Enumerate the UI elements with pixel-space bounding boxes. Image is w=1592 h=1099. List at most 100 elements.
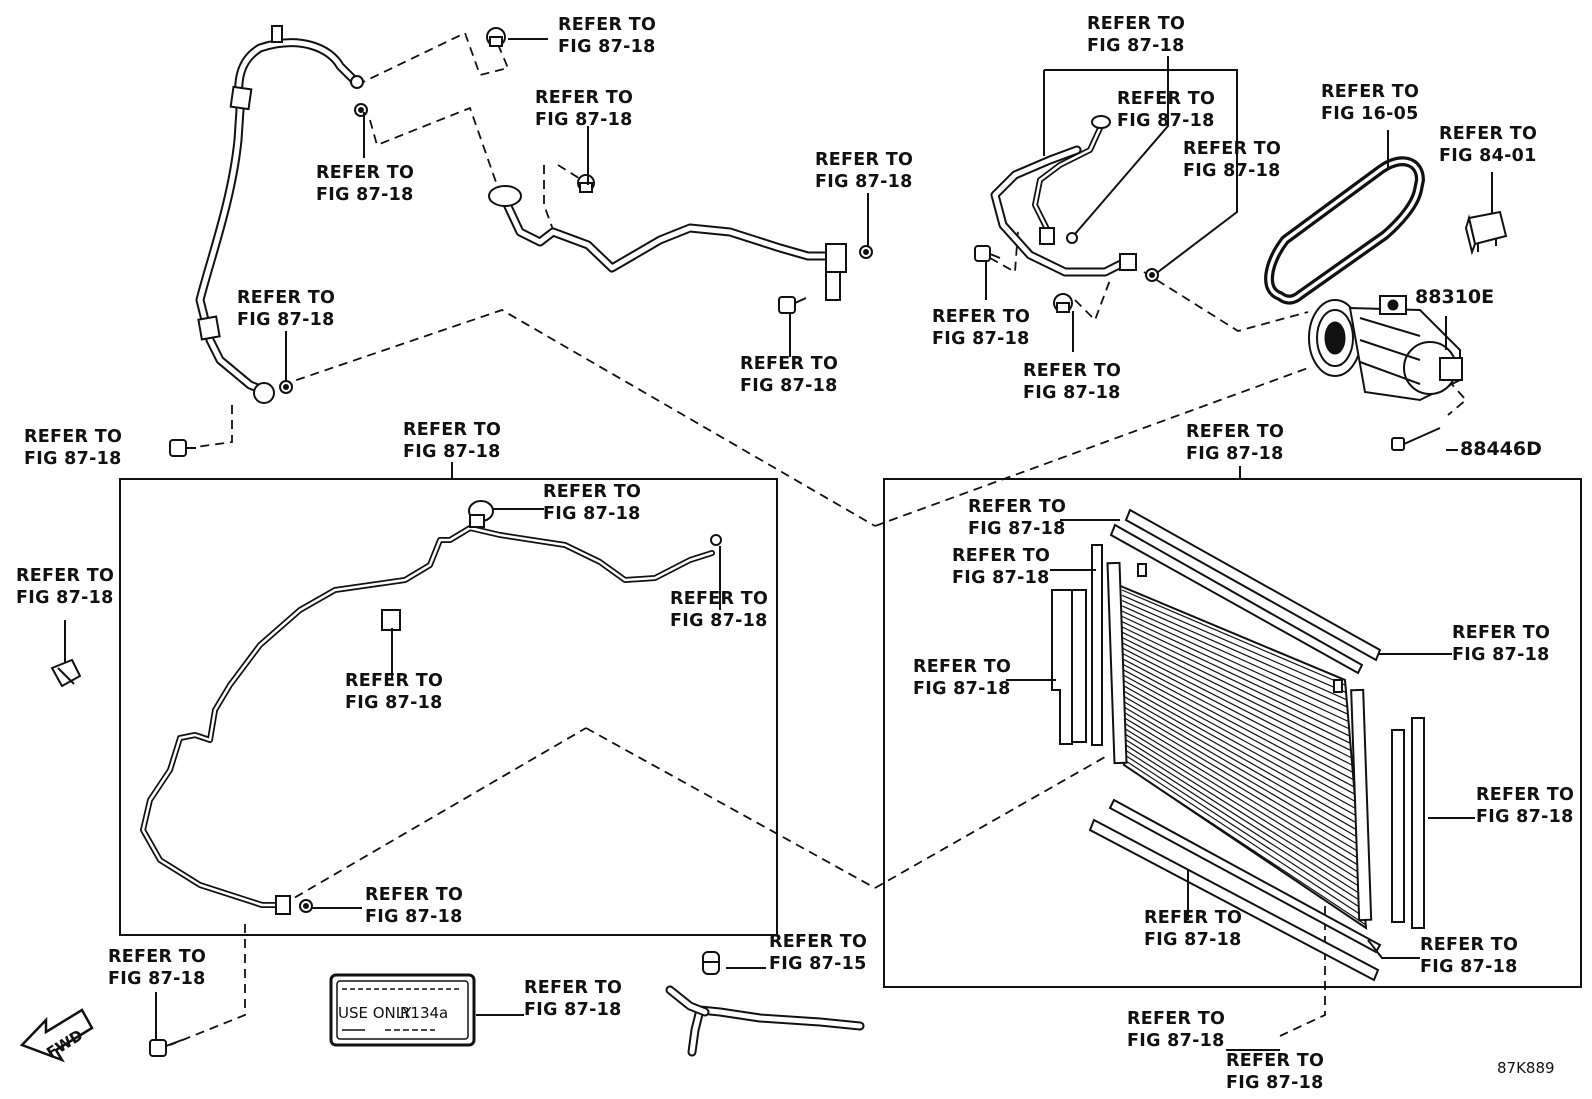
use-only-text: USE ONLY (338, 1004, 412, 1022)
condenser-assembly-frame (883, 478, 1582, 988)
condenser-fin-line (1123, 748, 1365, 904)
lower-left-assembly-frame (119, 478, 778, 936)
condenser-fin-line (1123, 737, 1364, 890)
suction-pipe-top-left (195, 25, 368, 404)
cap-top-right (1053, 293, 1073, 313)
condenser-fin-line (1122, 631, 1351, 744)
condenser-fin-line (1122, 679, 1357, 810)
condenser-fin-line (1122, 695, 1359, 831)
condenser-fin-line (1122, 669, 1355, 795)
condenser-fin-line (1122, 653, 1353, 773)
condenser-fin-line (1123, 727, 1362, 875)
dashed-leader-lines (169, 31, 1468, 1046)
forward-arrow: FWD (19, 1008, 94, 1063)
compressor-bolt (1391, 427, 1441, 451)
leader-lines (64, 38, 1493, 1051)
condenser-fin-line (1123, 711, 1360, 853)
refrigerant-type-text: R134a (400, 1004, 448, 1022)
condenser-fin-line (1123, 759, 1366, 919)
condenser-fin-line (1122, 658, 1354, 781)
condenser-fins (1121, 589, 1367, 926)
liquid-line-pipe (140, 500, 722, 915)
condenser-fin-line (1121, 605, 1348, 708)
bolt-part-number: 88446D (1460, 438, 1542, 460)
condenser-fin-line (1122, 626, 1350, 737)
condenser-fin-line (1121, 594, 1346, 693)
compressor-part-number: 88310E (1415, 286, 1494, 308)
valve-core (702, 951, 720, 975)
discharge-pipe-top-middle (488, 185, 873, 301)
clip-left (50, 658, 82, 688)
condenser-fin-line (1123, 732, 1363, 882)
condenser-fin-line (1123, 743, 1364, 897)
condenser (1106, 561, 1373, 930)
condenser-fin-line (1123, 764, 1367, 926)
condenser-fin-line (1123, 753, 1366, 911)
refrigerant-label-plate: USE ONLY R134a (329, 973, 476, 1047)
condenser-fin-line (1122, 621, 1350, 730)
condenser-fin-line (1122, 700, 1359, 839)
bolt-middle (778, 296, 807, 314)
bolt-left (169, 439, 196, 457)
ac-compressor (1308, 295, 1463, 402)
condenser-fin-line (1122, 637, 1351, 751)
condenser-fin-line (1121, 600, 1347, 701)
condenser-fin-line (1123, 706, 1360, 846)
condenser-fin-line (1122, 647, 1353, 766)
relay (1464, 210, 1508, 256)
condenser-fin-line (1122, 674, 1356, 802)
bolt-bottom-left (149, 1039, 183, 1057)
condenser-fin-line (1123, 716, 1361, 861)
service-valve-caps-top (486, 27, 595, 193)
bolt-top-right (974, 245, 1001, 262)
condenser-seals (1051, 508, 1425, 982)
condenser-fin-line (1122, 684, 1357, 817)
drive-belt (1264, 156, 1426, 305)
condenser-fin-line (1121, 610, 1348, 715)
condenser-fin-line (1122, 663, 1355, 788)
condenser-fin-line (1122, 615, 1349, 722)
condenser-fin-line (1122, 642, 1352, 759)
condenser-fin-line (1121, 589, 1346, 686)
condenser-fin-line (1122, 690, 1358, 824)
pipe-bottom-middle (665, 985, 865, 1057)
diagram-code: 87K889 (1497, 1059, 1555, 1077)
pipe-set-top-right (990, 115, 1159, 282)
condenser-fin-line (1123, 722, 1362, 868)
